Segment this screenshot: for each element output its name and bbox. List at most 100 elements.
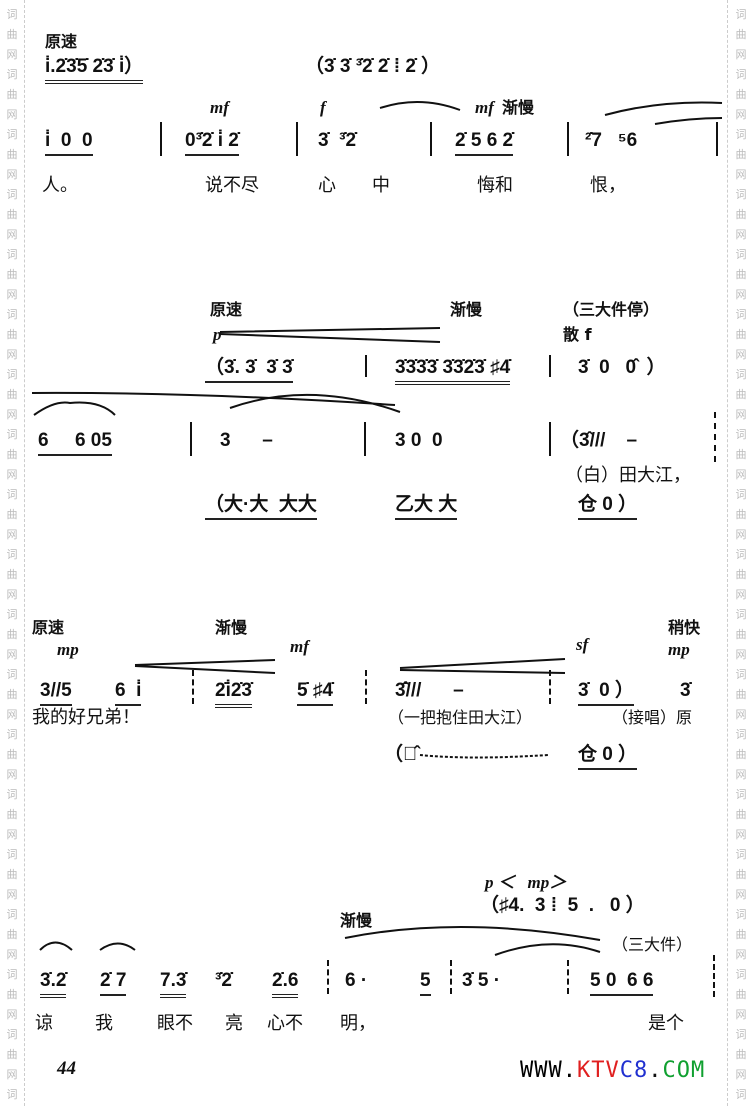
barline [567,122,569,156]
measure: 3̇ ³̇2̇ [318,130,357,151]
watermark-text: 词曲网 [735,908,747,961]
note-group: 7.3̇ [160,970,187,998]
intro-notes: i̇.2̇3̇5̇ 2̇3̇ i̇） [45,56,144,84]
barline [190,422,192,456]
slur [379,101,461,111]
watermark-text: 词曲网 [735,548,747,601]
barline [549,422,551,456]
lyric: 谅 [35,1013,53,1034]
barline [192,670,194,704]
note-group: 3̇.2̇ [40,970,67,998]
logo-part: KTV [576,1058,620,1083]
slur [654,117,723,125]
percussion-notes: 乙大 大 [395,494,458,520]
measure: 2̇ 5 6 2̇ [455,130,514,156]
measure: i̇ 0 0 [45,130,93,156]
note-group: 5 [420,970,431,996]
watermark-text: 词曲网 [6,8,18,61]
measure: ²̇7 ⁵6 [585,130,638,151]
dynamics: p ＜ mp＞ [485,873,567,892]
watermark-text: 词曲网 [6,68,18,121]
watermark-text: 词曲网 [6,668,18,721]
percussion-notes: （大·大 大大 [205,494,317,520]
lyric: 心 [318,175,336,196]
watermark-text: 词曲网 [735,428,747,481]
watermark-text: 词曲网 [735,368,747,421]
barline [160,122,162,156]
barline [716,122,718,156]
measure: 3̇ [680,680,691,701]
measure: 3 0 0 [395,430,443,451]
barline [567,960,569,994]
dynamic-mf: mf [290,637,309,656]
percussion-notes: 仓 0 ） [578,494,638,520]
dynamic-mf: mf [210,98,229,117]
barline [549,670,551,704]
measure: （3̂/// – [560,430,638,451]
watermark-text: 词曲网 [735,128,747,181]
barline [327,960,329,994]
performance-note: （三大件） [612,935,693,954]
accompaniment-notes: 3̇ 0 0̂ ） [578,357,666,378]
watermark-text: 词曲网 [6,848,18,901]
watermark-text: 词曲网 [6,608,18,661]
lyric: 心不 [267,1013,303,1034]
lyric: 我的好兄弟！ [32,707,140,728]
measure: 3//5 [40,680,72,706]
note-group: 5 0 6 6 [590,970,654,996]
watermark-text: 词曲网 [6,188,18,241]
measure: 6 i̇ [115,680,142,706]
lyric: 明， [340,1013,376,1034]
slur [39,941,136,951]
barline [713,955,715,997]
stage-direction: （接唱）原 [612,708,693,727]
margin-line-right [727,0,728,1106]
lyric: 中 [372,175,390,196]
barline [364,422,366,456]
percussion-notes: （嘟̂ [384,744,418,765]
watermark-text: 词曲网 [735,668,747,721]
crescendo-hairpin [134,659,276,674]
measure: 3̂̇/// – [395,680,464,701]
measure: 0³̇2̇ i̇ 2̇ [185,130,239,156]
logo-part: C8 [619,1058,649,1083]
lyric: 悔和 [477,175,513,196]
watermark-text: 词曲网 [6,548,18,601]
lyric: 亮 [225,1013,243,1034]
watermark-text: 词曲网 [6,248,18,301]
watermark-text: 词曲网 [735,8,747,61]
measure: 2̇i̇2̇3̇ [215,680,252,708]
logo-part: WWW. [520,1058,577,1083]
watermark-text: 词曲网 [735,308,747,361]
logo-part: . [648,1058,663,1083]
dynamic-mp: mp [668,640,690,659]
crescendo-hairpin [219,327,441,343]
measure: 6 6 05 [38,430,112,456]
slur [31,391,396,406]
tempo-marking: 渐慢 [340,911,373,930]
watermark-text: 词曲网 [6,368,18,421]
note-group: 2̇ 7 [100,970,127,996]
watermark-text: 词曲网 [6,428,18,481]
note-group: 3̇ 5 · [462,970,501,991]
watermark-text: 词曲网 [6,488,18,541]
slur [494,943,601,956]
watermark-text: 词曲网 [735,968,747,1021]
tempo-marking: 原速 [32,618,65,637]
watermark-text: 词曲网 [6,728,18,781]
note-group: ³̇2̇ [215,970,232,991]
measure: 3̇ 0 ） [578,680,634,706]
tempo-marking: 渐慢 [450,300,483,319]
accompaniment-notes: （3̇ 3̇ ³̇2̇ 2̇ ⁞ 2̇ ） [305,56,441,77]
watermark-text: 词曲网 [6,908,18,961]
performance-note: （三大件停） [563,300,660,319]
slur [229,394,401,413]
lyric: 说不尽 [205,175,259,196]
stage-direction: （一把抱住田大江） [388,708,533,727]
watermark-text: 词曲网 [6,308,18,361]
barline [549,355,551,377]
slur [604,101,723,116]
barline [714,412,716,462]
margin-line-left [24,0,25,1106]
